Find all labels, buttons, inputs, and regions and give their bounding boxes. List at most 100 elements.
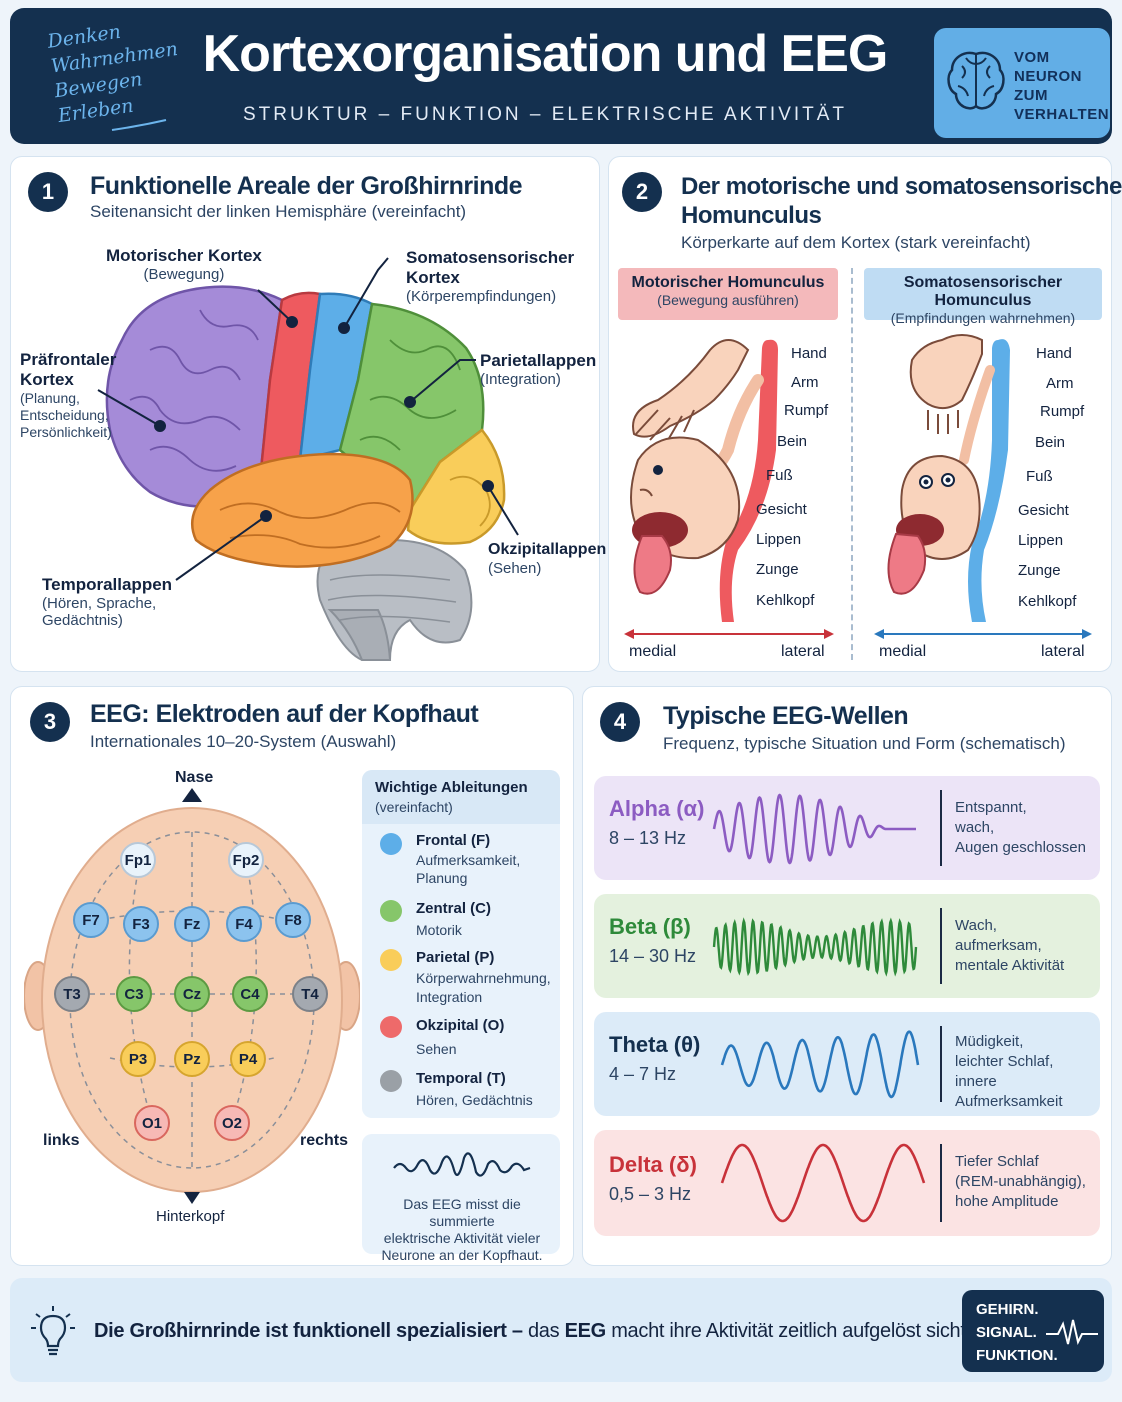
section3-subtitle: Internationales 10–20-System (Auswahl) — [90, 732, 397, 751]
wave-theta-hz: 4 – 7 Hz — [609, 1064, 677, 1084]
label-motor-name: Motorischer Kortex — [106, 246, 262, 265]
wave-delta-trace — [720, 1143, 926, 1223]
electrode-label: F7 — [82, 912, 100, 929]
section1-subtitle: Seitenansicht der linken Hemisphäre (ver… — [90, 202, 467, 221]
pointer-dot — [482, 480, 494, 492]
pointer-line — [97, 389, 161, 427]
legend-dot-frontal — [380, 833, 402, 855]
page-title: Kortexorganisation und EEG — [202, 25, 889, 83]
electrode-f3: F3 — [123, 906, 159, 942]
sensory-part-kehlkopf: Kehlkopf — [1018, 593, 1077, 610]
footer-bold-2: EEG — [564, 1320, 607, 1342]
sensory-part-gesicht: Gesicht — [1018, 502, 1069, 519]
electrode-fz: Fz — [174, 906, 210, 942]
nose-label: Nase — [175, 769, 214, 786]
sensory-homunculus-sub: (Empfindungen wahrnehmen) — [890, 310, 1076, 326]
motor-part-bein: Bein — [777, 433, 808, 450]
section2-subtitle: Körperkarte auf dem Kortex (stark verein… — [681, 233, 1031, 252]
derivation-legend: Wichtige Ableitungen (vereinfacht) Front… — [362, 770, 560, 1118]
legend-dot-central — [380, 900, 402, 922]
eeg-note-line: Neurone an der Kopfhaut. — [381, 1247, 543, 1263]
wave-alpha-desc: Entspannt, wach, Augen geschlossen — [955, 798, 1086, 858]
section4-title: Typische EEG-Wellen — [663, 702, 909, 730]
wave-beta-trace — [712, 917, 918, 977]
electrode-fp2: Fp2 — [228, 842, 264, 878]
eeg-note-line: elektrische Aktivität vieler — [383, 1230, 541, 1246]
motor-part-lippen: Lippen — [756, 531, 802, 548]
wave-desc-line: Tiefer Schlaf — [955, 1153, 1039, 1170]
label-prefrontal-desc: Persönlichkeit) — [20, 424, 112, 440]
sensory-homunculus-title: Somatosensorischer Homunculus — [903, 274, 1063, 309]
footer-banner — [10, 1278, 1112, 1382]
sensory-part-bein: Bein — [1035, 434, 1066, 451]
wave-desc-line: leichter Schlaf, — [955, 1053, 1054, 1070]
legend-central-name: Zentral (C) — [416, 900, 491, 917]
legend-dot-occipital — [380, 1016, 402, 1038]
motor-part-gesicht: Gesicht — [756, 501, 807, 518]
pointer-dot — [404, 396, 416, 408]
wave-desc-line: Augen geschlossen — [955, 839, 1086, 856]
wave-beta-desc: Wach, aufmerksam, mentale Aktivität — [955, 916, 1064, 976]
motor-axis-arrow — [624, 629, 834, 639]
wave-desc-line: Entspannt, — [955, 799, 1027, 816]
sensory-lateral-label: lateral — [1041, 643, 1085, 660]
label-somato-desc: (Körperempfindungen) — [406, 288, 557, 305]
label-prefrontal-name2: Kortex — [20, 370, 74, 389]
sensory-part-zunge: Zunge — [1018, 562, 1061, 579]
electrode-c4: C4 — [232, 976, 268, 1012]
brain-icon — [947, 51, 1005, 110]
wave-delta-name: Delta (δ) — [609, 1152, 697, 1177]
wave-card-alpha: Alpha (α) 8 – 13 Hz Entspannt, wach, Aug… — [594, 776, 1100, 880]
sensory-cortex-strip — [968, 339, 1010, 622]
electrode-p4: P4 — [230, 1041, 266, 1077]
electrode-label: F3 — [132, 916, 150, 933]
label-motor: Motorischer Kortex (Bewegung) — [106, 246, 262, 283]
section-number-2: 2 — [622, 172, 662, 212]
pointer-dot — [286, 316, 298, 328]
electrode-f7: F7 — [73, 902, 109, 938]
label-temporal-name: Temporallappen — [42, 575, 173, 594]
section4-subtitle: Frequenz, typische Situation und Form (s… — [663, 734, 1066, 753]
occipital-area — [406, 428, 506, 545]
electrode-label: Cz — [183, 986, 201, 1003]
scalp-diagram: Fp1 Fp2 F7 F3 Fz F4 F8 T3 C3 Cz C4 T4 P3… — [24, 807, 360, 1193]
footer-dash: – — [506, 1320, 528, 1342]
sensory-part-rumpf: Rumpf — [1040, 403, 1085, 420]
neuron-badge: VOM NEURON ZUM VERHALTEN — [934, 28, 1110, 138]
legend-central-desc: Motorik — [416, 922, 462, 938]
motor-part-kehlkopf: Kehlkopf — [756, 592, 815, 609]
legend-parietal-desc: Körperwahrnehmung, — [416, 970, 551, 986]
badge-line: VOM — [1014, 49, 1050, 66]
label-somato-name2: Kortex — [406, 268, 460, 287]
homunculus-divider — [851, 268, 853, 660]
legend-temporal-desc: Hören, Gedächtnis — [416, 1092, 533, 1108]
section3-title: EEG: Elektroden auf der Kopfhaut — [90, 700, 479, 728]
legend-temporal-name: Temporal (T) — [416, 1070, 506, 1087]
label-occipital: Okzipitallappen (Sehen) — [488, 540, 606, 577]
electrode-pz: Pz — [174, 1041, 210, 1077]
pointer-dot — [154, 420, 166, 432]
motor-homunculus-drawing — [630, 339, 778, 622]
label-motor-desc: (Bewegung) — [143, 266, 225, 283]
label-temporal-desc: Gedächtnis) — [42, 612, 123, 629]
wave-theta-desc: Müdigkeit, leichter Schlaf, innere Aufme… — [955, 1032, 1100, 1112]
legend-dot-parietal — [380, 949, 402, 971]
legend-parietal-name: Parietal (P) — [416, 949, 495, 966]
sensory-part-lippen: Lippen — [1018, 532, 1064, 549]
pointer-line — [409, 359, 476, 403]
badge-line: VERHALTEN — [1014, 106, 1110, 123]
label-parietal: Parietallappen (Integration) — [480, 351, 596, 388]
sensory-part-hand: Hand — [1036, 345, 1072, 362]
wave-theta-name: Theta (θ) — [609, 1032, 701, 1057]
wave-card-delta: Delta (δ) 0,5 – 3 Hz Tiefer Schlaf (REM-… — [594, 1130, 1100, 1236]
electrode-fp1: Fp1 — [120, 842, 156, 878]
section-number-4: 4 — [600, 702, 640, 742]
badge-line: NEURON — [1014, 68, 1083, 85]
legend-frontal-name: Frontal (F) — [416, 832, 491, 849]
tongue-shape — [633, 535, 672, 595]
section-number-1: 1 — [28, 172, 68, 212]
wave-desc-line: wach, — [955, 819, 995, 836]
label-parietal-name: Parietallappen — [480, 351, 597, 370]
label-prefrontal: Präfrontaler Kortex (Planung, Entscheidu… — [20, 350, 116, 441]
nose-arrow-icon — [182, 788, 202, 802]
